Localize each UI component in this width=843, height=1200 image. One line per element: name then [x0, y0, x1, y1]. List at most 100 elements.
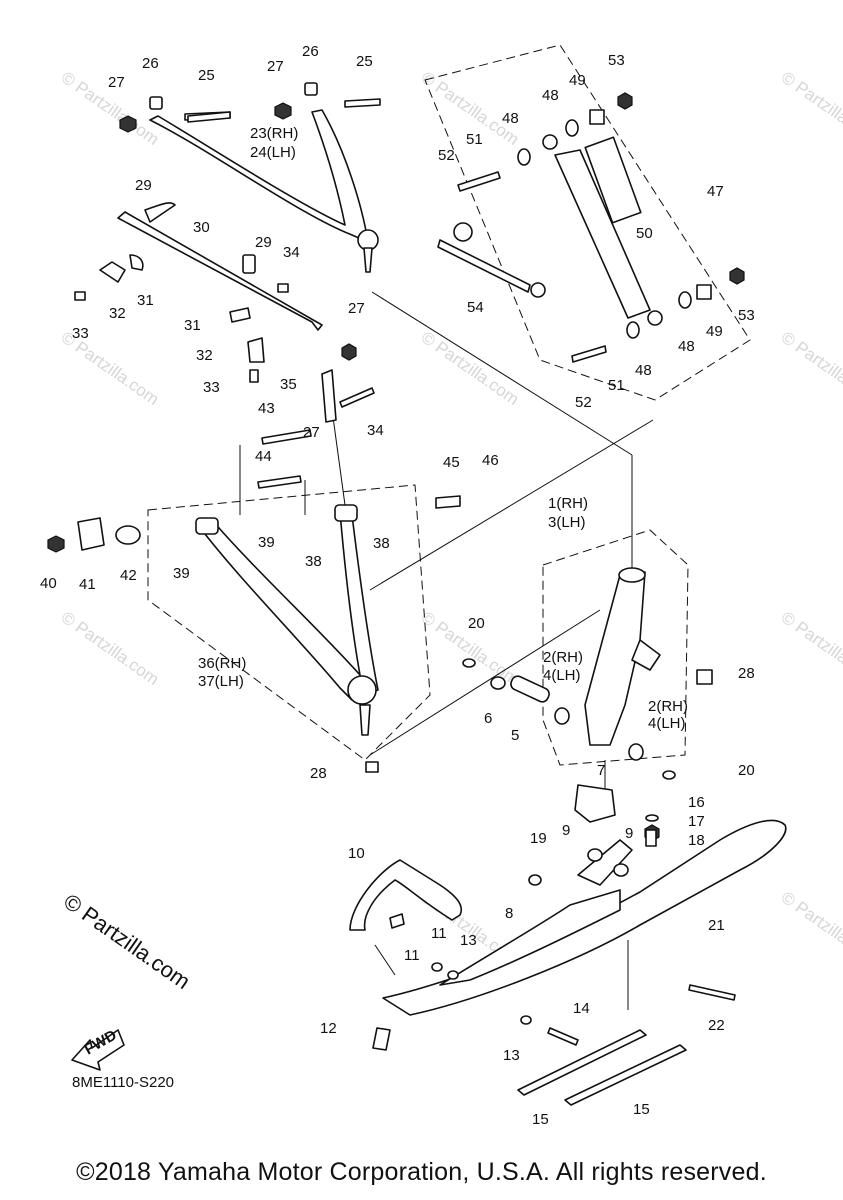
callout: 11 [431, 925, 447, 942]
callout: 40 [40, 575, 57, 592]
callout: 32 [109, 305, 126, 322]
callout: 5 [511, 727, 519, 744]
callout: 25 [356, 53, 373, 70]
callout: 26 [142, 55, 159, 72]
callout: 23(RH) [250, 125, 298, 142]
callout: 42 [120, 567, 137, 584]
callout: 6 [484, 710, 492, 727]
callout: 15 [532, 1111, 549, 1128]
callout: 31 [184, 317, 201, 334]
callout: 38 [305, 553, 322, 570]
callout-layer: 1(RH) 3(LH) 2(RH) 4(LH) 2(RH) 4(LH) 5 6 … [40, 43, 755, 1128]
callout: 28 [738, 665, 755, 682]
callout: 4(LH) [648, 715, 686, 732]
callout: 10 [348, 845, 365, 862]
callout: 15 [633, 1101, 650, 1118]
callout: 2(RH) [648, 698, 688, 715]
watermark: © Partzilla.com [778, 68, 843, 149]
bolts [187, 111, 736, 1051]
callout: 41 [79, 576, 96, 593]
leader-lines [239, 291, 654, 1010]
callout: 34 [283, 244, 300, 261]
diagram-code: 8ME1110-S220 [72, 1074, 174, 1091]
shock-assembly-outline [424, 44, 751, 401]
callout: 33 [203, 379, 220, 396]
callout: 52 [438, 147, 455, 164]
copyright-notice: ©2018 Yamaha Motor Corporation, U.S.A. A… [76, 1158, 767, 1186]
fwd-arrow-icon: FWD [71, 1027, 125, 1071]
spindle [365, 567, 713, 780]
spindle-assembly-outline [542, 529, 689, 766]
upper-a-arm [119, 82, 381, 273]
shock-absorber [437, 92, 745, 339]
callout: 52 [575, 394, 592, 411]
callout: 32 [196, 347, 213, 364]
callout: 21 [708, 917, 725, 934]
callout: 51 [608, 377, 625, 394]
callout: 16 [688, 794, 705, 811]
callout: 36(RH) [198, 655, 246, 672]
callout: 27 [267, 58, 284, 75]
callout: 39 [173, 565, 190, 582]
callout: 14 [573, 1000, 590, 1017]
callout: 48 [635, 362, 652, 379]
callout: 13 [503, 1047, 520, 1064]
callout: 50 [636, 225, 653, 242]
watermark: © Partzilla.com [778, 608, 843, 689]
callout: 7 [597, 762, 605, 779]
callout: 30 [193, 219, 210, 236]
watermark: © Partzilla.com [778, 888, 843, 969]
callout: 27 [303, 424, 320, 441]
callout: 53 [608, 52, 625, 69]
callout: 38 [373, 535, 390, 552]
callout: 20 [738, 762, 755, 779]
assembly-outlines [147, 44, 751, 766]
callout: 54 [467, 299, 484, 316]
callout: 9 [562, 822, 570, 839]
callout: 31 [137, 292, 154, 309]
callout: 4(LH) [543, 667, 581, 684]
callout: 27 [348, 300, 365, 317]
callout: 33 [72, 325, 89, 342]
callout: 29 [255, 234, 272, 251]
callout: 45 [443, 454, 460, 471]
parts-diagram: © Partzilla.com © Partzilla.com © Partzi… [40, 43, 843, 1128]
callout: 26 [302, 43, 319, 60]
callout: 39 [258, 534, 275, 551]
callout: 25 [198, 67, 215, 84]
callout: 35 [280, 376, 297, 393]
ski-assembly [349, 784, 787, 1106]
callout: 11 [404, 947, 420, 964]
callout: 49 [569, 72, 586, 89]
callout: 48 [678, 338, 695, 355]
callout: 47 [707, 183, 724, 200]
callout: 29 [135, 177, 152, 194]
watermark: © Partzilla.com [58, 608, 163, 689]
callout: 53 [738, 307, 755, 324]
callout: 43 [258, 400, 275, 417]
watermark: © Partzilla.com [418, 328, 523, 409]
callout: 37(LH) [198, 673, 244, 690]
callout: 18 [688, 832, 705, 849]
callout: 12 [320, 1020, 337, 1037]
callout: 3(LH) [548, 514, 586, 531]
callout: 2(RH) [543, 649, 583, 666]
callout: 8 [505, 905, 513, 922]
callout: 48 [542, 87, 559, 104]
callout: 51 [466, 131, 483, 148]
lower-arm-assembly-outline [147, 484, 431, 761]
callout: 27 [108, 74, 125, 91]
stabilizer-bar [74, 202, 357, 423]
callout: 19 [530, 830, 547, 847]
callout: 49 [706, 323, 723, 340]
watermark-layer: © Partzilla.com © Partzilla.com © Partzi… [58, 68, 843, 969]
callout: 13 [460, 932, 477, 949]
callout: 48 [502, 110, 519, 127]
partzilla-brand-mark: © Partzilla.com [59, 889, 195, 995]
lower-a-arm [47, 495, 461, 736]
callout: 9 [625, 825, 633, 842]
callout: 24(LH) [250, 144, 296, 161]
callout: 17 [688, 813, 705, 830]
callout: 44 [255, 448, 272, 465]
callout: 22 [708, 1017, 725, 1034]
